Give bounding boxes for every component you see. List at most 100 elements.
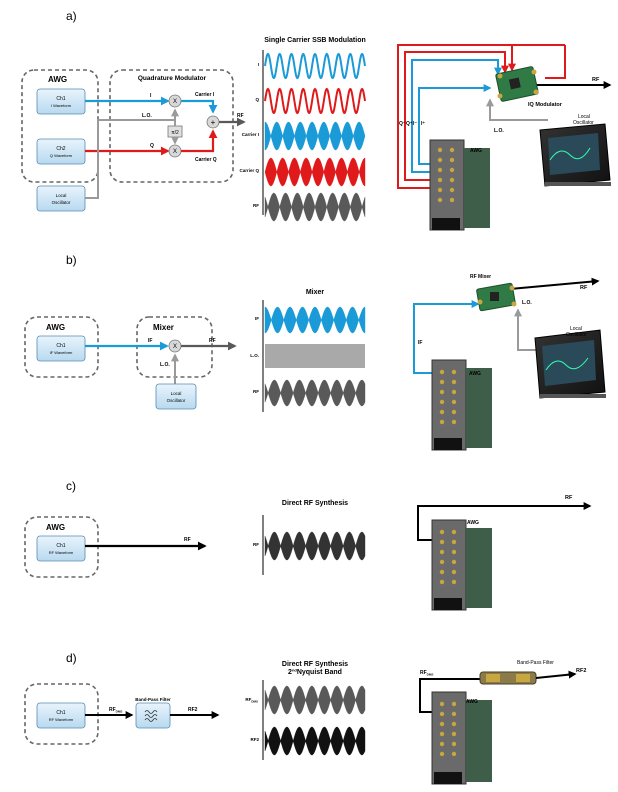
mixer-title: Mixer	[153, 323, 174, 332]
ch2-sublabel: Q Waveform	[50, 153, 73, 158]
q-mixer-symbol: X	[173, 149, 177, 155]
quadrature-modulator-title: Quadrature Modulator	[138, 75, 207, 82]
carrier-i-line	[181, 99, 218, 114]
hw-a-lo-line	[486, 98, 548, 121]
wave-a-label-rf: RF	[253, 203, 259, 208]
hw-b-rfmixer-label: RF Mixer	[470, 274, 491, 280]
panel-d: d) Ch1 RF Waveform RFDMS Band-Pass Filte…	[24, 651, 586, 785]
hw-b-lo-label: L.O.	[522, 300, 532, 306]
hw-d-rf-dms-line	[419, 678, 480, 713]
lo-label-b: L.O.	[160, 362, 170, 368]
if-label: IF	[148, 338, 152, 344]
awg-module-icon-c	[431, 519, 492, 611]
i-mixer-symbol: X	[173, 99, 177, 105]
rf-dms-label: RFDMS	[109, 707, 122, 714]
waveform-d-subtitle: 2ndNyquist Band	[288, 668, 342, 677]
ch1-label-c: Ch1	[56, 543, 65, 549]
panel-c-letter: c)	[66, 479, 76, 493]
panel-b: b) AWG Ch1 IF Waveform Mixer IF X RF L.O…	[24, 253, 606, 451]
ch2-label: Ch2	[56, 146, 65, 152]
hw-b-if-line	[413, 300, 480, 374]
awg-title-b: AWG	[46, 323, 65, 332]
lo-box-b-label: Local	[171, 391, 182, 396]
ch1-label-d: Ch1	[56, 710, 65, 716]
waveform-a-title: Single Carrier SSB Modulation	[264, 37, 366, 44]
awg-title-c: AWG	[46, 523, 65, 532]
wave-a-label-carrier-i: Carrier I	[242, 132, 259, 137]
ch1-box-c	[36, 535, 86, 562]
hw-d-rf-dms-label: RFDMS	[420, 670, 433, 677]
hw-a-lo-label: L.O.	[494, 128, 504, 134]
ch1-sublabel: I Waveform	[51, 103, 72, 108]
awg-module-icon	[429, 139, 490, 231]
hw-c-rf-line	[417, 502, 592, 541]
lo-signal-line	[85, 119, 175, 199]
hardware-b: IF RF L.O. RF Mixer Local Oscillator	[413, 274, 606, 451]
hw-b-rf-label: RF	[580, 285, 588, 291]
waveform-q-sine	[264, 87, 366, 115]
waveform-rf2	[264, 726, 366, 756]
summer-symbol: +	[211, 118, 216, 127]
wave-c-label-rf: RF	[253, 542, 259, 547]
hw-a-osc-label: Oscillator	[573, 120, 594, 126]
hw-a-red-right	[545, 45, 566, 79]
rf-mixer-board-icon	[476, 282, 517, 312]
hardware-d: RFDMS Band-Pass Filter RF2	[419, 660, 586, 785]
panel-d-letter: d)	[66, 651, 77, 665]
lo-box-b-sublabel: Oscillator	[167, 398, 186, 403]
hw-a-iqmod-label: IQ Modulator	[528, 102, 563, 108]
hw-a-q-minus: Q⁻	[399, 121, 406, 127]
hw-a-q-plus: Q⁺	[406, 121, 413, 127]
ch1-label: Ch1	[56, 96, 65, 102]
i-label: I	[150, 93, 152, 99]
hw-a-red-outer	[397, 44, 516, 189]
hw-a-red-inner	[404, 51, 509, 181]
lo-box-b	[155, 383, 197, 410]
ch1-sublabel-b: IF Waveform	[50, 350, 73, 355]
rf-label-c: RF	[184, 537, 191, 543]
hw-d-bpf-label: Band-Pass Filter	[517, 660, 554, 666]
ch1-label-b: Ch1	[56, 343, 65, 349]
awg-module-icon-d	[431, 691, 492, 785]
hw-a-i-minus: I⁻	[413, 121, 417, 127]
local-oscillator-instrument-icon	[539, 123, 611, 187]
ch1-sublabel-c: RF Waveform	[49, 550, 74, 555]
waveform-rf-c	[264, 531, 366, 561]
waveform-rf	[264, 192, 366, 222]
local-oscillator-instrument-icon-b	[534, 329, 606, 399]
phase-shifter-label: π/2	[171, 130, 179, 136]
waveform-lo-band	[265, 344, 365, 368]
waveform-b-title: Mixer	[306, 289, 325, 296]
panel-a-letter: a)	[66, 9, 77, 23]
panel-c: c) AWG Ch1 RF Waveform RF Direct RF Synt…	[24, 479, 592, 611]
hw-b-awg-label: AWG	[469, 371, 481, 377]
quadrature-modulator-box	[109, 69, 234, 183]
ch1-sublabel-d: RF Waveform	[49, 717, 74, 722]
hw-a-blue-outer	[411, 59, 502, 173]
panel-a: a) AWG Ch1 I Waveform Ch2 Q Waveform Loc…	[21, 9, 612, 231]
waveform-d-title: Direct RF Synthesis	[282, 661, 348, 668]
mixer-symbol-b: X	[173, 344, 177, 350]
waveform-rf-dms	[264, 685, 366, 715]
hw-c-awg-label: AWG	[467, 520, 479, 526]
rf-label-b: RF	[209, 338, 216, 344]
rf-label: RF	[237, 113, 244, 119]
hw-b-if-label: IF	[418, 340, 422, 346]
hw-a-local-label: Local	[578, 114, 590, 120]
carrier-i-label: Carrier I	[195, 92, 215, 98]
lo-label: L.O.	[142, 113, 152, 119]
awg-group-box	[21, 69, 99, 183]
carrier-q-label: Carrier Q	[195, 157, 217, 163]
hw-a-i-plus: I⁺	[421, 121, 425, 127]
hw-d-rf2-label: RF2	[576, 668, 586, 674]
hw-d-rf2-line	[535, 670, 577, 679]
lo-box	[36, 185, 86, 212]
awg-title: AWG	[48, 75, 67, 84]
lo-box-sublabel: Oscillator	[52, 200, 71, 205]
wave-b-label-lo: L.O.	[250, 353, 259, 358]
ch1-box-b	[36, 335, 86, 362]
hardware-a: RF L.O. Q⁻ Q⁺ I⁻ I⁺ IQ Modulator Local	[397, 44, 612, 231]
wave-a-label-q: Q	[255, 97, 259, 102]
wave-a-label-carrier-q: Carrier Q	[239, 168, 259, 173]
